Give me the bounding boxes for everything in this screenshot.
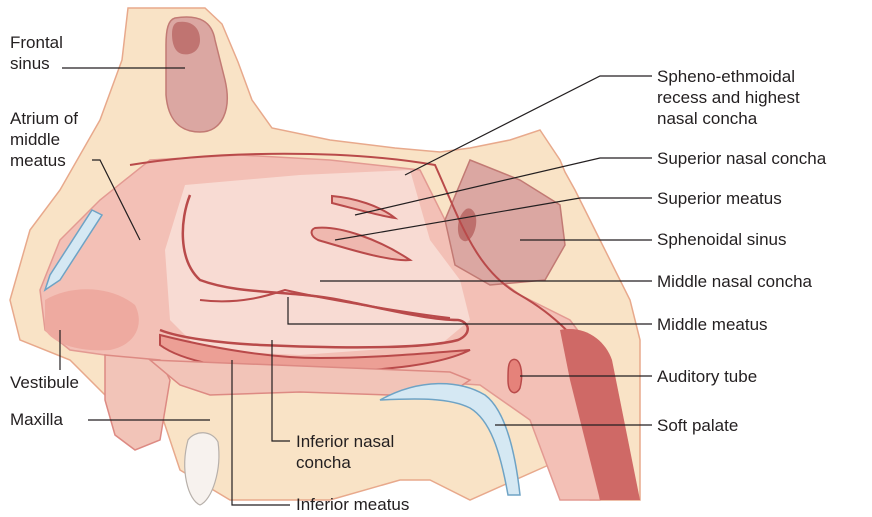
label-vestibule: Vestibule	[10, 372, 79, 393]
label-inferior-meatus: Inferior meatus	[296, 494, 409, 515]
vestibule-shape	[45, 289, 139, 350]
label-inferior-nasal-concha: Inferior nasal concha	[296, 431, 394, 473]
tooth-shape	[185, 433, 219, 505]
label-soft-palate: Soft palate	[657, 415, 738, 436]
label-frontal-sinus: Frontal sinus	[10, 32, 63, 74]
label-spheno-ethmoidal-recess: Spheno-ethmoidal recess and highest nasa…	[657, 66, 800, 129]
label-superior-nasal-concha: Superior nasal concha	[657, 148, 826, 169]
label-middle-meatus: Middle meatus	[657, 314, 768, 335]
label-maxilla: Maxilla	[10, 409, 63, 430]
label-atrium-middle-meatus: Atrium of middle meatus	[10, 108, 78, 171]
label-auditory-tube: Auditory tube	[657, 366, 757, 387]
label-superior-meatus: Superior meatus	[657, 188, 782, 209]
auditory-tube-shape	[508, 359, 522, 392]
label-middle-nasal-concha: Middle nasal concha	[657, 271, 812, 292]
label-sphenoidal-sinus: Sphenoidal sinus	[657, 229, 786, 250]
